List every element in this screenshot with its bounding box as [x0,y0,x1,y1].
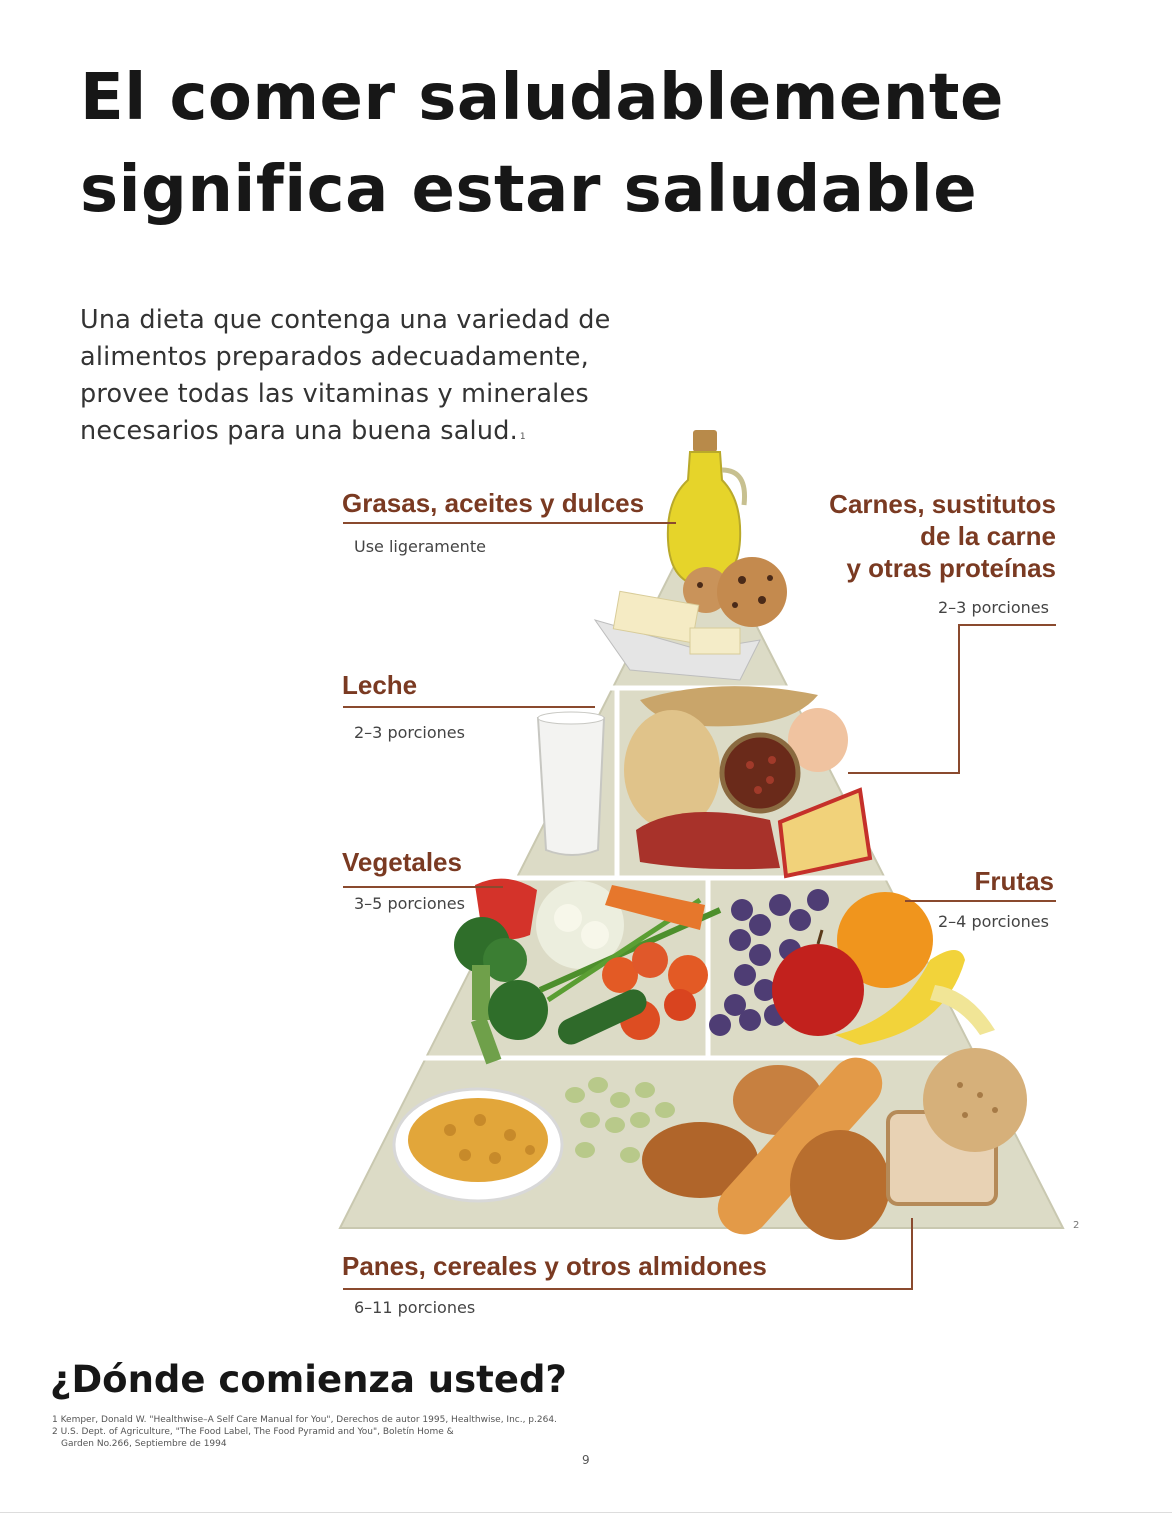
intro-line-4: necesarios para una buena salud.1 [80,413,680,456]
page-bottom-edge [0,1512,1172,1513]
grains-servings: 6–11 porciones [354,1298,476,1317]
footnote-1: 1 Kemper, Donald W. "Healthwise–A Self C… [52,1415,557,1425]
intro-line-3: provee todas las vitaminas y minerales [80,379,589,409]
intro-line-2: alimentos preparados adecuadamente, [80,342,589,372]
vegetables-group-icon [454,878,722,1065]
fruits-label: Frutas [974,866,1054,896]
meat-rule-vertical [958,624,960,774]
milk-label: Leche [342,670,418,700]
milk-glass-icon [536,711,606,856]
grains-group-icon [392,1048,1027,1240]
vegetables-servings: 3–5 porciones [354,894,465,913]
intro-paragraph: Una dieta que contenga una variedad de a… [80,302,680,456]
page-title: El comer saludablemente significa estar … [80,52,1080,236]
oil-bottle-icon [666,430,748,588]
intro-line-1: Una dieta que contenga una variedad de [80,305,611,335]
vegetables-label: Vegetales [342,847,462,877]
fats-label: Grasas, aceites y dulces [342,488,645,518]
title-line-2: significa estar saludable [80,153,978,227]
fats-servings: Use ligeramente [354,537,486,556]
fruits-servings: 2–4 porciones [938,912,1049,931]
page-number: 9 [582,1453,590,1467]
meat-rule-pointer [848,772,960,774]
meats-group-icon [624,686,873,879]
pyramid-reference-mark: 2 [1073,1220,1080,1231]
butter-dish-icon [593,590,761,681]
meat-label-line-3: y otras proteínas [846,553,1056,583]
title-line-1: El comer saludablemente [80,61,1004,135]
vegetables-rule [343,886,503,888]
footnotes: 1 Kemper, Donald W. "Healthwise–A Self C… [52,1414,652,1450]
grains-label: Panes, cereales y otros almidones [342,1251,767,1281]
meat-label: Carnes, sustitutos de la carne y otras p… [800,488,1056,584]
grains-rule-vertical [911,1218,913,1290]
cookies-icon [683,557,787,627]
milk-servings: 2–3 porciones [354,723,465,742]
intro-footnote-mark: 1 [519,432,526,442]
meat-label-line-1: Carnes, sustitutos [829,489,1056,519]
fruits-group-icon [709,889,995,1045]
intro-line-4-text: necesarios para una buena salud. [80,416,518,446]
meat-label-line-2: de la carne [920,521,1056,551]
grains-rule-horizontal [343,1288,913,1290]
fruits-rule [905,900,1056,902]
footnote-2a: 2 U.S. Dept. of Agriculture, "The Food L… [52,1427,454,1437]
footnote-2b: Garden No.266, Septiembre de 1994 [61,1439,227,1449]
meat-rule-horizontal [958,624,1056,626]
section-heading: ¿Dónde comienza usted? [50,1358,567,1401]
fats-rule [343,522,676,524]
meat-servings: 2–3 porciones [938,598,1049,617]
milk-rule [343,706,595,708]
pyramid-body [338,512,1065,1229]
